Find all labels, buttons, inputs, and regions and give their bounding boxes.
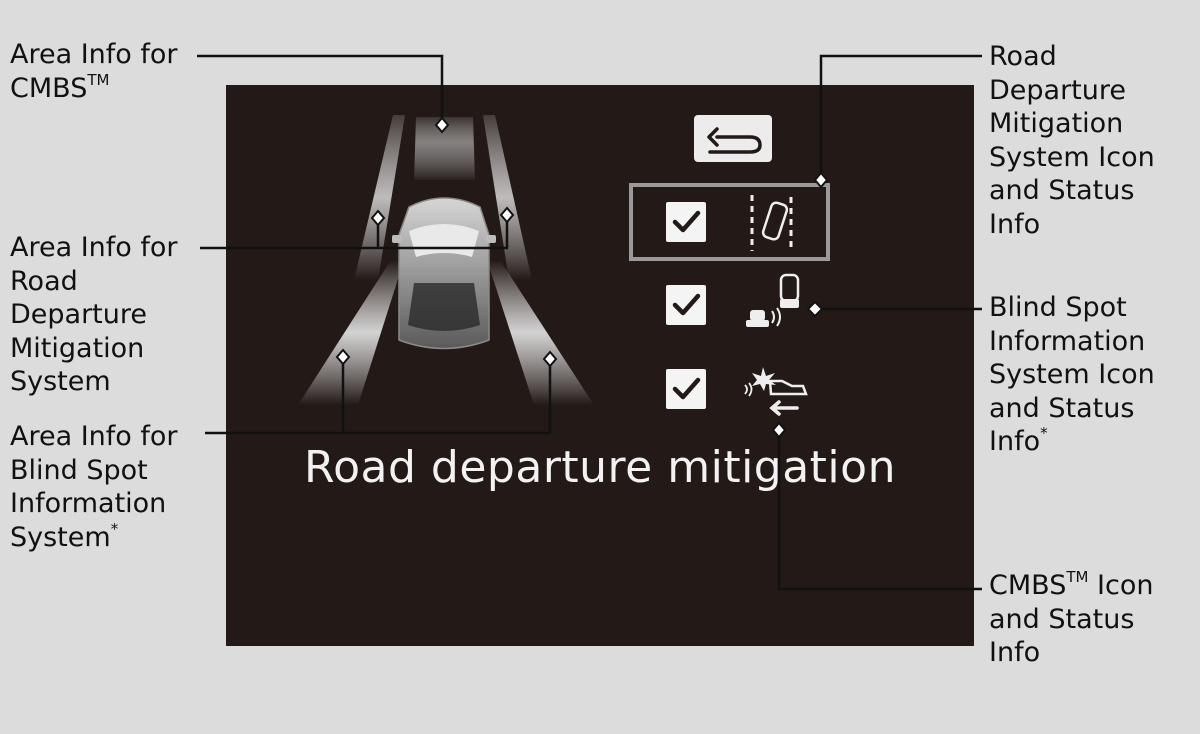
screen-message: Road departure mitigation [304, 442, 896, 493]
selection-frame [629, 183, 830, 261]
collision-brake-icon [744, 367, 808, 416]
callout-road-departure-icon: Road Departure Mitigation System Icon an… [989, 41, 1155, 240]
blind-spot-area-left [298, 260, 404, 405]
cmbs-checkbox[interactable] [666, 369, 706, 409]
callout-road-departure-area: Area Info for Road Departure Mitigation … [10, 232, 178, 397]
callout-blind-spot-icon: Blind Spot Information System Icon and S… [989, 292, 1155, 457]
vehicle-top-view-icon [392, 197, 496, 350]
cmbs-forward-area [414, 117, 475, 180]
callout-blind-spot-area: Area Info for Blind Spot Information Sys… [10, 421, 178, 553]
blind-spot-area-right [487, 260, 594, 405]
lane-area-left [354, 115, 405, 280]
callout-cmbs-area: Area Info for CMBSTM [10, 39, 178, 104]
back-button[interactable] [694, 115, 772, 162]
lane-area-right [483, 115, 532, 280]
bsi-checkbox[interactable] [666, 285, 706, 325]
screen-graphics [298, 115, 830, 416]
callout-cmbs-icon: CMBSTM Icon and Status Info [989, 568, 1154, 669]
blind-spot-cars-icon [746, 273, 800, 327]
back-arrow-icon [707, 127, 762, 154]
lane-departure-car-icon [750, 195, 793, 251]
rdm-checkbox[interactable] [666, 202, 706, 242]
display-screen: Road departure mitigation [226, 85, 974, 646]
